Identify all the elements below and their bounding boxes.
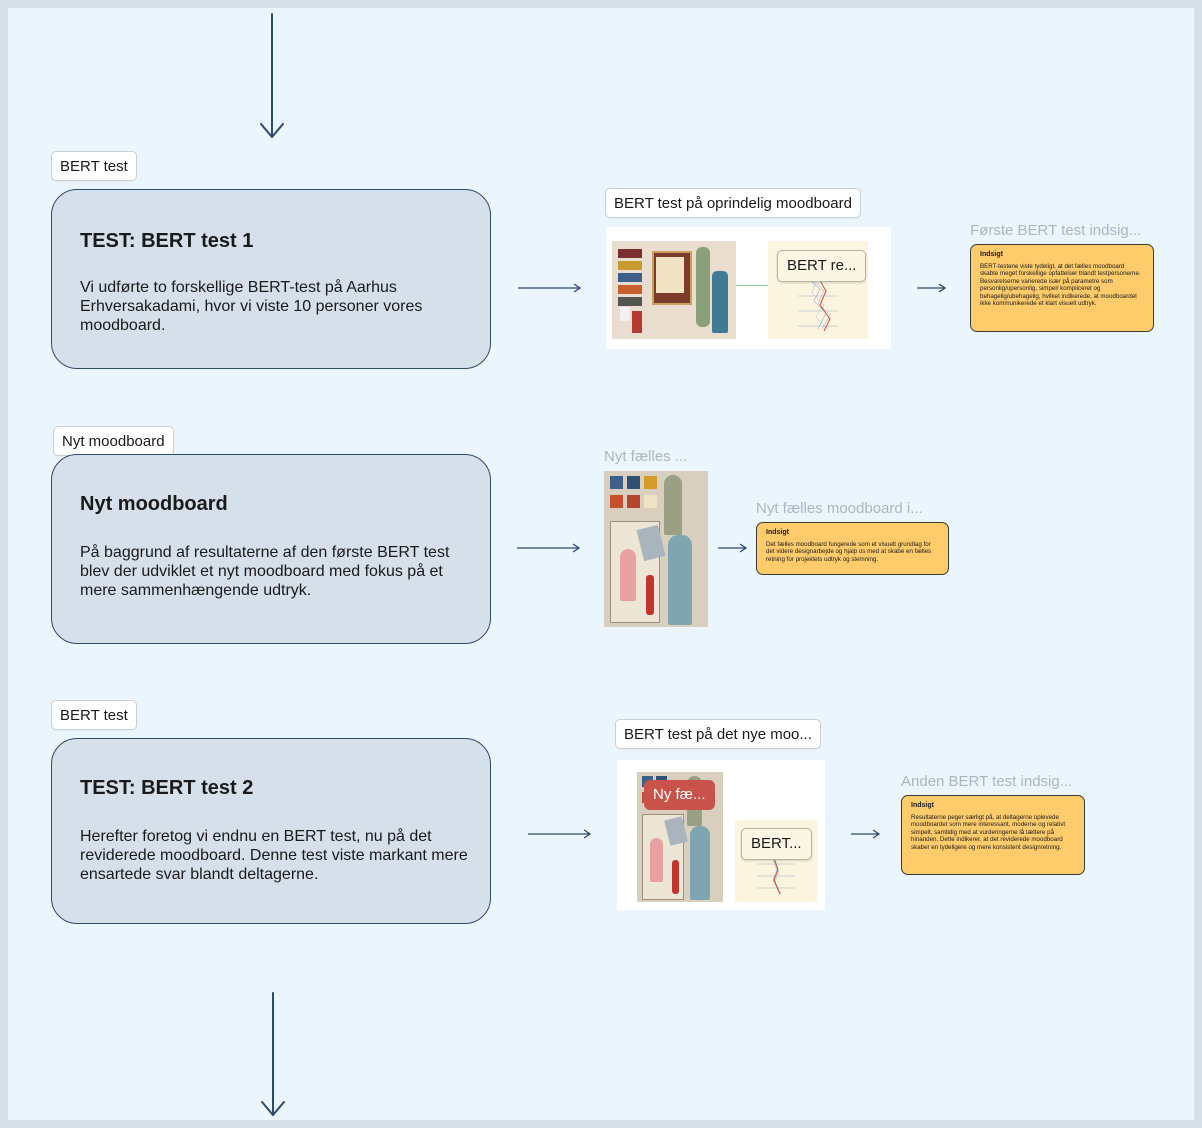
process-card[interactable]: TEST: BERT test 1 Vi udførte to forskell… [51, 189, 491, 369]
arrow-right-icon [517, 543, 581, 553]
card-body: Vi udførte to forskellige BERT-test på A… [80, 279, 423, 334]
section-tag[interactable]: BERT test [51, 700, 137, 730]
arrow-down-icon [261, 992, 285, 1117]
insight-label[interactable]: Nyt fælles moodboard i... [756, 500, 923, 517]
note-text: Det fælles moodboard fungerede som et vi… [766, 541, 932, 563]
moodboard-image[interactable]: BERT re... [606, 227, 891, 349]
arrow-down-icon [260, 13, 284, 139]
card-title: Nyt moodboard [80, 493, 228, 515]
insight-label[interactable]: Første BERT test indsig... [970, 222, 1142, 239]
note-text: BERT-testene viste tydeligt, at det fæll… [980, 263, 1141, 308]
arrow-right-icon [851, 829, 881, 839]
section-tag[interactable]: Nyt moodboard [53, 426, 174, 456]
process-card[interactable]: Nyt moodboard På baggrund af resultatern… [51, 454, 491, 644]
insight-label[interactable]: Anden BERT test indsig... [901, 773, 1073, 790]
moodboard-image[interactable] [604, 471, 708, 627]
arrow-right-icon [528, 829, 592, 839]
note-title: Indsigt [766, 529, 789, 536]
image-chip: BERT re... [777, 250, 867, 282]
insight-note[interactable]: Indsigt BERT-testene viste tydeligt, at … [970, 244, 1154, 332]
whiteboard-canvas[interactable]: BERT test TEST: BERT test 1 Vi udførte t… [8, 8, 1194, 1120]
note-title: Indsigt [911, 802, 934, 809]
image-label[interactable]: BERT test på oprindelig moodboard [605, 188, 861, 218]
note-text: Resultaterne peger særligt på, at deltag… [911, 814, 1066, 851]
image-label[interactable]: Nyt fælles ... [604, 448, 688, 465]
insight-note[interactable]: Indsigt Resultaterne peger særligt på, a… [901, 795, 1085, 875]
connectors [260, 13, 947, 1117]
insight-note[interactable]: Indsigt Det fælles moodboard fungerede s… [756, 522, 949, 575]
arrow-right-icon [718, 543, 748, 553]
section-tag[interactable]: BERT test [51, 151, 137, 181]
image-chip: Ny fæ... [644, 780, 715, 810]
moodboard-image[interactable]: Ny fæ... BERT... [617, 760, 825, 910]
image-chip: BERT... [741, 828, 812, 860]
collage-image [612, 241, 736, 339]
card-title: TEST: BERT test 2 [80, 777, 254, 799]
card-body: På baggrund af resultaterne af den først… [80, 544, 450, 599]
card-body: Herefter foretog vi endnu en BERT test, … [80, 828, 468, 883]
arrow-right-icon [917, 283, 947, 293]
arrow-right-icon [518, 283, 582, 293]
image-label[interactable]: BERT test på det nye moo... [615, 719, 821, 749]
process-card[interactable]: TEST: BERT test 2 Herefter foretog vi en… [51, 738, 491, 924]
note-title: Indsigt [980, 251, 1003, 258]
card-title: TEST: BERT test 1 [80, 230, 254, 252]
